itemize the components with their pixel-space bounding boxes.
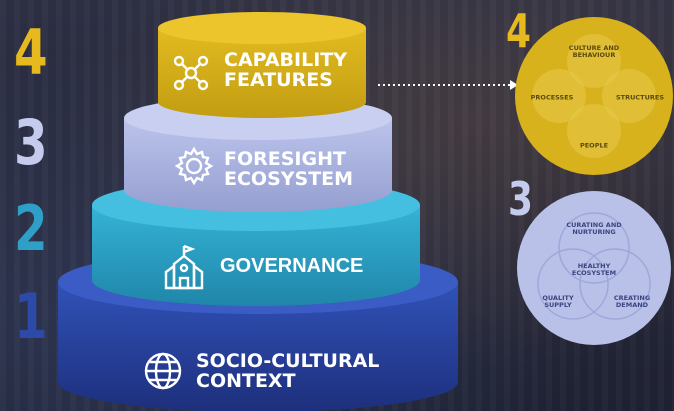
tier-4-label: CAPABILITY FEATURES <box>224 49 347 91</box>
capability-item-structures: STRUCTURES <box>615 93 665 102</box>
tier-number-3: 3 <box>14 106 48 179</box>
capability-circle-number: 4 <box>506 4 531 58</box>
tier-3-label: FORESIGHT ECOSYSTEM <box>224 148 354 190</box>
gear-icon <box>174 146 214 191</box>
ecosystem-item-quality: QUALITY SUPPLY <box>542 293 574 309</box>
ecosystem-item-healthy: HEALTHY ECOSYSTEM <box>571 261 617 277</box>
network-nodes-icon <box>172 54 210 97</box>
capability-circle <box>515 17 673 175</box>
ecosystem-circle <box>517 191 671 345</box>
capability-item-people: PEOPLE <box>579 141 609 150</box>
globe-icon <box>142 350 184 397</box>
tier-number-1: 1 <box>14 280 48 353</box>
tier-2-label: GOVERNANCE <box>220 255 364 277</box>
tier-number-4: 4 <box>14 16 48 89</box>
ecosystem-item-curating: CURATING AND NURTURING <box>566 220 622 236</box>
tier-1-label: SOCIO-CULTURAL CONTEXT <box>196 350 380 392</box>
ecosystem-item-demand: CREATING DEMAND <box>613 293 651 309</box>
ecosystem-circle-number: 3 <box>508 172 533 226</box>
capability-item-culture: CULTURE AND BEHAVIOUR <box>568 43 620 59</box>
school-building-icon <box>162 244 206 295</box>
tier-4-disc <box>158 12 366 118</box>
dotted-arrow <box>378 80 518 90</box>
capability-item-processes: PROCESSES <box>530 93 574 102</box>
tier-number-2: 2 <box>14 192 48 265</box>
